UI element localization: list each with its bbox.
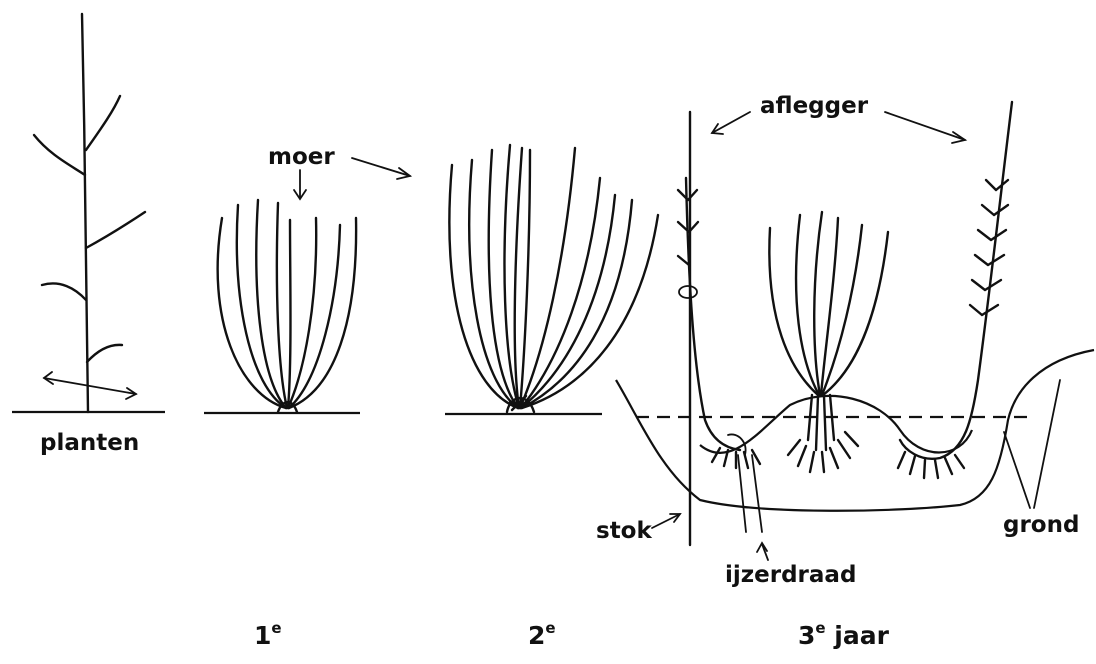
roots [788, 432, 858, 472]
label-planten: planten [40, 430, 139, 456]
label-aflegger: aflegger [760, 93, 869, 119]
plant-branch [86, 96, 120, 150]
label-moer: moer [268, 144, 335, 170]
stage-caption-1: 1e [254, 619, 282, 650]
label-grond: grond [1003, 512, 1079, 538]
mound-line [700, 396, 972, 453]
plant-branch [86, 212, 145, 248]
mother-stool-year-3 [769, 212, 888, 472]
plant-branch [87, 345, 122, 362]
panel-year-2 [445, 145, 658, 414]
mother-stool-year-2 [449, 145, 658, 412]
stake-tie [679, 286, 697, 298]
arrow-aflegger-right [885, 112, 965, 143]
arrow-moer-down [294, 170, 306, 199]
stool-stem-base [808, 395, 834, 450]
arrow-moer-right [352, 158, 410, 179]
arrow-ijzerdraad [757, 543, 768, 560]
arrow-aflegger-left [712, 112, 750, 134]
arrows-grond [1004, 380, 1060, 508]
mother-stool-year-1 [218, 200, 356, 412]
panel-year-1: moer [204, 144, 410, 413]
label-ijzerdraad: ijzerdraad [725, 562, 856, 588]
roots [898, 452, 964, 478]
stage-caption-3: 3e jaar [798, 619, 890, 650]
young-plant [34, 14, 145, 412]
label-stok: stok [596, 518, 652, 544]
plant-branch [42, 283, 86, 300]
arrow-stok [652, 514, 680, 528]
stage-caption-2: 2e [528, 619, 556, 650]
double-arrow [44, 372, 136, 399]
plant-stem [82, 14, 88, 412]
layered-shoot-right [898, 102, 1012, 478]
panel-year-3: aflegger stok ijzerdraad grond [596, 93, 1094, 588]
panel-planten: planten [12, 14, 165, 456]
plant-branch [34, 135, 85, 175]
